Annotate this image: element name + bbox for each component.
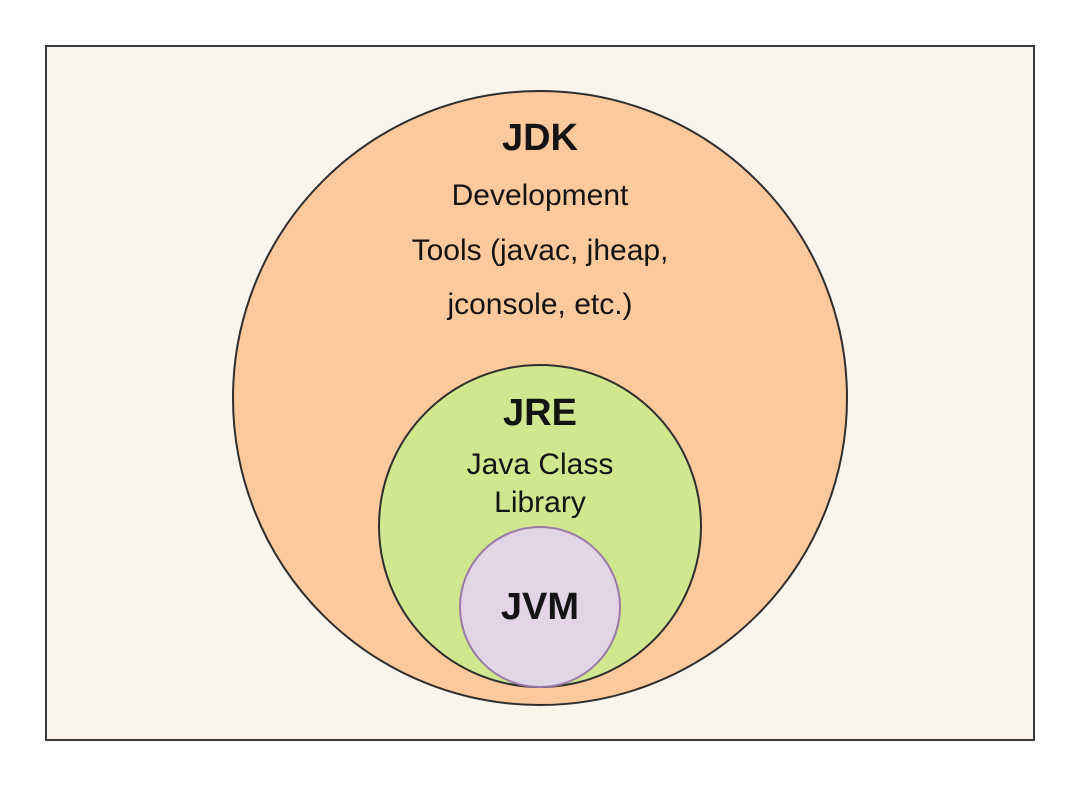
jdk-description-line-1: Development [451, 179, 629, 212]
jdk-title: JDK [501, 117, 579, 159]
jre-title: JRE [503, 392, 577, 434]
jdk-description-line-3: jconsole, etc.) [447, 288, 633, 321]
jre-description-line-2: Library [494, 486, 586, 519]
jvm-title: JVM [500, 586, 580, 628]
jdk-description-line-2: Tools (javac, jheap, [411, 234, 669, 267]
jvm-circle [459, 526, 621, 688]
jre-description-line-1: Java Class [466, 448, 614, 481]
